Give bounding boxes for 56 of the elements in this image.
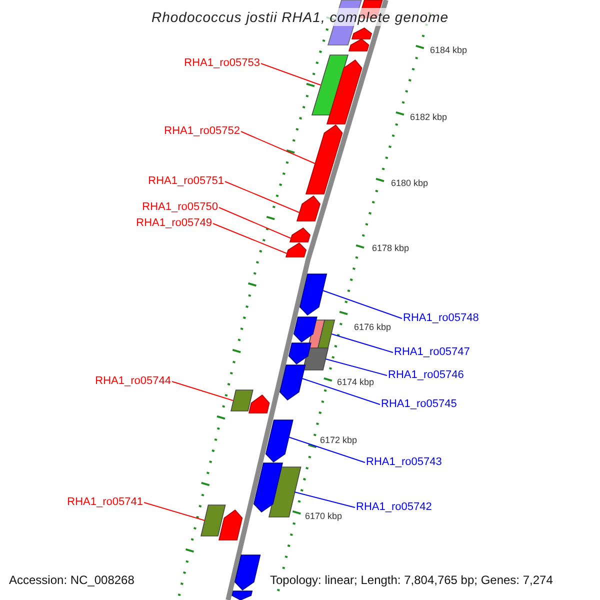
leader-line bbox=[224, 181, 300, 213]
gene-feature bbox=[312, 55, 348, 115]
scale-label: 6182 kbp bbox=[410, 111, 448, 124]
leader-line bbox=[218, 207, 292, 239]
gene-feature bbox=[298, 274, 327, 315]
gene-feature bbox=[219, 510, 244, 540]
gene-label: RHA1_ro05750 bbox=[142, 201, 218, 214]
gene-feature bbox=[292, 317, 317, 342]
scale-label: 6170 kbp bbox=[305, 510, 342, 523]
gene-label: RHA1_ro05741 bbox=[67, 496, 143, 509]
leader-line bbox=[212, 223, 288, 254]
gene-feature bbox=[264, 420, 292, 462]
leader-line bbox=[144, 502, 206, 521]
scale-label: 6178 kbp bbox=[372, 242, 410, 255]
gene-label: RHA1_ro05752 bbox=[164, 125, 240, 138]
gene-label: RHA1_ro05751 bbox=[148, 175, 224, 188]
gene-label: RHA1_ro05748 bbox=[403, 312, 479, 325]
leader-line bbox=[325, 358, 388, 376]
gene-label: RHA1_ro05747 bbox=[394, 346, 470, 359]
gene-feature bbox=[278, 365, 306, 400]
gene-label: RHA1_ro05749 bbox=[136, 217, 212, 230]
gene-feature bbox=[296, 196, 322, 221]
gene-feature bbox=[268, 467, 300, 517]
gene-label: RHA1_ro05742 bbox=[356, 501, 432, 514]
gene-feature bbox=[201, 505, 226, 536]
gene-feature bbox=[286, 343, 310, 364]
gene-label: RHA1_ro05753 bbox=[184, 57, 260, 70]
gene-label: RHA1_ro05746 bbox=[388, 369, 464, 382]
gene-feature bbox=[352, 28, 374, 39]
gene-feature bbox=[348, 39, 370, 51]
scale-label: 6184 kbp bbox=[430, 44, 468, 57]
scale-label: 6174 kbp bbox=[337, 376, 374, 389]
scale-label: 6172 kbp bbox=[320, 434, 358, 447]
scale-label: 6180 kbp bbox=[391, 177, 428, 190]
leader-line bbox=[288, 436, 366, 463]
scale-label: 6176 kbp bbox=[354, 321, 392, 334]
gene-feature bbox=[230, 390, 252, 411]
gene-feature bbox=[326, 60, 364, 124]
gene-feature bbox=[306, 125, 344, 194]
leader-line bbox=[331, 334, 394, 353]
leader-line bbox=[172, 381, 234, 401]
leader-line bbox=[260, 63, 321, 86]
gene-feature bbox=[286, 243, 308, 257]
gene-feature bbox=[249, 395, 272, 413]
footer-text: Topology: linear; Length: 7,804,765 bp; Genes: 7,274 bbox=[270, 574, 553, 587]
gene-feature bbox=[290, 228, 313, 242]
leader-line bbox=[240, 131, 316, 164]
gene-feature bbox=[303, 348, 328, 370]
leader-line bbox=[302, 378, 380, 405]
gene-label: RHA1_ro05743 bbox=[366, 456, 442, 469]
leader-line bbox=[322, 290, 402, 319]
gene-feature bbox=[252, 463, 282, 512]
gene-label: RHA1_ro05745 bbox=[381, 398, 457, 411]
footer-text: Accession: NC_008268 bbox=[9, 574, 134, 587]
gene-label: RHA1_ro05744 bbox=[95, 375, 171, 388]
leader-line bbox=[294, 492, 356, 508]
